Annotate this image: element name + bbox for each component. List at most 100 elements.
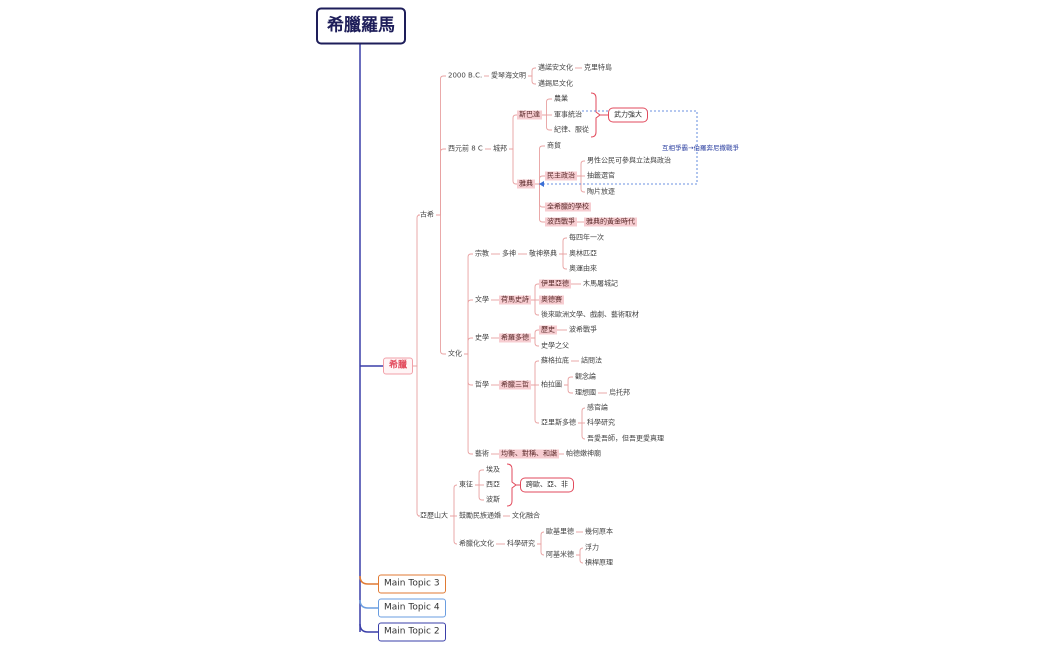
edge-athens-persian — [535, 183, 545, 223]
topic-democracy[interactable]: 民主政治 — [545, 171, 577, 181]
topic-hellenistic[interactable]: 希臘化文化 — [459, 539, 494, 548]
topic-culture[interactable]: 文化 — [448, 349, 462, 358]
topic-sci-research[interactable]: 科學研究 — [507, 539, 535, 548]
edge-ancient-bc8 — [436, 148, 446, 216]
topic-philosophy[interactable]: 哲學 — [475, 380, 489, 389]
topic-ancient[interactable]: 古希 — [420, 210, 434, 219]
topic-strong[interactable]: 武力強大 — [608, 107, 648, 123]
topic-west-asia[interactable]: 西亞 — [486, 480, 500, 489]
topic-senses[interactable]: 感官論 — [587, 403, 608, 412]
topic-plato[interactable]: 柏拉圖 — [541, 380, 562, 389]
topic-olympia[interactable]: 奧林匹亞 — [569, 249, 597, 258]
topic-art[interactable]: 藝術 — [475, 449, 489, 458]
edge-culture-literature — [464, 299, 473, 355]
topic-science[interactable]: 科學研究 — [587, 418, 615, 427]
edge-three-socrates — [531, 360, 539, 386]
edge-alexander-conquest — [450, 484, 458, 517]
edge-athens-school — [535, 183, 545, 208]
topic-egypt[interactable]: 埃及 — [486, 465, 500, 474]
edge-aegean-mycenae — [528, 75, 536, 85]
topic-topic3[interactable]: Main Topic 3 — [378, 574, 446, 594]
topic-rel[interactable]: 互相爭霸→伯羅奔尼撒戰爭 — [662, 143, 739, 152]
topic-school[interactable]: 全希臘的學校 — [545, 202, 591, 212]
topic-republic[interactable]: 理想國 — [575, 388, 596, 397]
topic-idea[interactable]: 觀念論 — [575, 372, 596, 381]
topic-persia[interactable]: 波斯 — [486, 495, 500, 504]
topic-persian[interactable]: 波西戰爭 — [545, 217, 577, 227]
topic-literature[interactable]: 文學 — [475, 295, 489, 304]
topic-elements[interactable]: 幾何原本 — [585, 527, 613, 536]
topic-intermarriage[interactable]: 鼓勵民族通婚 — [459, 511, 501, 520]
topic-athens[interactable]: 雅典 — [517, 179, 535, 189]
topic-poly[interactable]: 多神 — [502, 249, 516, 258]
edge-polis-sparta — [509, 114, 517, 150]
topic-archimedes[interactable]: 阿基米德 — [546, 550, 574, 559]
topic-male[interactable]: 男性公民可參與立法與政治 — [587, 156, 671, 165]
topic-balance[interactable]: 均衡、對稱、和諧 — [499, 449, 559, 459]
topic-euclid[interactable]: 歐基里德 — [546, 527, 574, 536]
topic-lottery[interactable]: 抽籤選官 — [587, 171, 615, 180]
topic-continents[interactable]: 跨歐、亞、非 — [520, 477, 574, 493]
topic-discipline[interactable]: 紀律、服從 — [554, 125, 589, 134]
topic-conquest[interactable]: 東征 — [459, 480, 473, 489]
topic-military[interactable]: 軍事統治 — [554, 110, 582, 119]
edge-aegean-minoan — [528, 67, 536, 77]
edge-aristotle-senses — [578, 407, 586, 424]
topic-iliad[interactable]: 伊里亞德 — [539, 279, 571, 289]
edge-archimedes-lever — [576, 554, 584, 564]
topic-sparta[interactable]: 斯巴達 — [517, 110, 542, 120]
topic-greece[interactable]: 希臘 — [383, 357, 414, 375]
edge-culture-history — [464, 337, 473, 355]
edge-homer-iliad — [531, 283, 539, 301]
topic-hist-book[interactable]: 歷史 — [539, 325, 557, 335]
topic-history[interactable]: 史學 — [475, 333, 489, 342]
root-topic[interactable]: 希臘羅馬 — [316, 7, 406, 45]
edge-alexander-hellenistic — [450, 515, 458, 545]
topic-four[interactable]: 每四年一次 — [569, 233, 604, 242]
topic-religion[interactable]: 宗教 — [475, 249, 489, 258]
topic-lever[interactable]: 槓桿原理 — [585, 558, 613, 567]
topic-three[interactable]: 希臘三哲 — [499, 380, 531, 390]
topic-aristotle[interactable]: 亞里斯多德 — [541, 418, 576, 427]
topic-buoyancy[interactable]: 浮力 — [585, 543, 599, 552]
topic-greco-persian[interactable]: 波希戰爭 — [569, 325, 597, 334]
topic-socrates[interactable]: 蘇格拉底 — [541, 356, 569, 365]
topic-horse[interactable]: 木馬屠城記 — [583, 279, 618, 288]
edge-herodotus-hist_book — [531, 329, 539, 339]
edge-sparta-discipline — [542, 114, 552, 131]
topic-festival[interactable]: 敬神祭典 — [529, 249, 557, 258]
topic-topic2[interactable]: Main Topic 2 — [378, 622, 446, 642]
topic-dialectic[interactable]: 詰問法 — [581, 356, 602, 365]
topic-agri[interactable]: 農業 — [554, 94, 568, 103]
topic-olympic[interactable]: 奧運由來 — [569, 264, 597, 273]
edge-festival-four — [559, 237, 567, 255]
topic-fusion[interactable]: 文化融合 — [512, 511, 540, 520]
topic-polis[interactable]: 城邦 — [493, 144, 507, 153]
edge-plato-republic — [564, 384, 573, 394]
topic-crete[interactable]: 克里特島 — [584, 63, 612, 72]
topic-topic4[interactable]: Main Topic 4 — [378, 598, 446, 618]
edge-archimedes-buoyancy — [576, 547, 584, 556]
edge-polis-athens — [509, 148, 517, 185]
topic-mycenae[interactable]: 邁錫尼文化 — [538, 79, 573, 88]
topic-homer[interactable]: 荷馬史詩 — [499, 295, 531, 305]
topic-aegean[interactable]: 愛琴海文明 — [491, 71, 526, 80]
topic-truth[interactable]: 吾愛吾師，但吾更愛真理 — [587, 434, 664, 443]
topic-parthenon[interactable]: 帕德嫩神廟 — [566, 449, 601, 458]
topic-herodotus[interactable]: 希羅多德 — [499, 333, 531, 343]
topic-father[interactable]: 史學之父 — [541, 341, 569, 350]
topic-later[interactable]: 後來歐洲文學、戲劇、藝術取材 — [541, 310, 639, 319]
topic-odyssey[interactable]: 奧德賽 — [539, 295, 564, 305]
topic-utopia[interactable]: 烏托邦 — [609, 388, 630, 397]
topic-commerce[interactable]: 商貿 — [547, 141, 561, 150]
topic-minoan[interactable]: 邁諾安文化 — [538, 63, 573, 72]
topic-ostracism[interactable]: 陶片放逐 — [587, 187, 615, 196]
topic-bc2000[interactable]: 2000 B.C. — [448, 71, 483, 80]
edge-three-aristotle — [531, 384, 539, 424]
topic-bc8[interactable]: 西元前 8 C — [448, 144, 483, 153]
edge-festival-olympic — [559, 253, 567, 270]
edge-ancient-bc2000 — [436, 75, 446, 216]
edge-democracy-ostracism — [577, 175, 585, 193]
topic-alexander[interactable]: 亞歷山大 — [420, 511, 448, 520]
topic-golden[interactable]: 雅典的黃金時代 — [584, 217, 637, 227]
